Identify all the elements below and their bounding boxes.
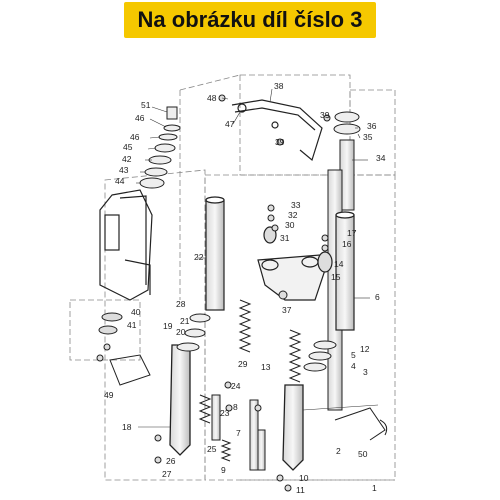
callout-20: 20 [176, 327, 186, 337]
callout-27: 27 [162, 469, 172, 479]
callout-42: 42 [122, 154, 132, 164]
callout-46a: 46 [130, 132, 140, 142]
callout-35: 35 [363, 132, 373, 142]
callout-25: 25 [207, 444, 217, 454]
seal-stacks [176, 313, 337, 372]
callout-40: 40 [131, 307, 141, 317]
fork-lower-legs [169, 344, 304, 471]
callout-14: 14 [334, 259, 344, 269]
callout-23: 23 [220, 408, 230, 418]
upper-bracket [231, 99, 323, 162]
fork-tube-right [335, 211, 355, 331]
callout-33: 33 [291, 200, 301, 210]
callout-46b: 46 [135, 113, 145, 123]
callout-10: 10 [299, 473, 309, 483]
callout-49: 49 [104, 390, 114, 400]
callout-9: 9 [221, 465, 226, 475]
callout-12: 12 [360, 344, 370, 354]
leader-lines [136, 88, 379, 428]
callout-17: 17 [347, 228, 357, 238]
callout-39b: 39 [320, 110, 330, 120]
callout-18: 18 [122, 422, 132, 432]
banner: Na obrázku díl číslo 3 [0, 0, 500, 40]
callout-29: 29 [238, 359, 248, 369]
callout-32: 32 [288, 210, 298, 220]
small-fasteners [96, 94, 331, 492]
damper-rods [211, 394, 266, 471]
part-number-banner: Na obrázku díl číslo 3 [123, 2, 377, 38]
callout-labels: 1 2 3 4 5 6 7 8 9 10 11 12 13 14 15 16 1… [104, 81, 386, 495]
callout-51: 51 [141, 100, 151, 110]
callout-30: 30 [285, 220, 295, 230]
exploded-parts-diagram: 1 2 3 4 5 6 7 8 9 10 11 12 13 14 15 16 1… [69, 74, 396, 495]
callout-26: 26 [166, 456, 176, 466]
callout-11: 11 [296, 485, 305, 495]
callout-1: 1 [372, 483, 377, 493]
callout-39a: 39 [275, 137, 285, 147]
callout-19: 19 [163, 321, 173, 331]
callout-2: 2 [336, 446, 341, 456]
callout-34: 34 [376, 153, 386, 163]
callout-36: 36 [367, 121, 377, 131]
callout-8: 8 [233, 402, 238, 412]
callout-31: 31 [280, 233, 290, 243]
group-frames [69, 74, 396, 481]
callout-7: 7 [236, 428, 241, 438]
callout-48: 48 [207, 93, 217, 103]
callout-6: 6 [375, 292, 380, 302]
callout-45: 45 [123, 142, 133, 152]
callout-41: 41 [127, 320, 137, 330]
callout-28: 28 [176, 299, 186, 309]
callout-13: 13 [261, 362, 271, 372]
callout-21: 21 [180, 316, 190, 326]
callout-3: 3 [363, 367, 368, 377]
callout-47: 47 [225, 119, 235, 129]
brake-hose-clips [109, 354, 388, 441]
steering-frame [99, 189, 153, 301]
callout-15: 15 [331, 272, 341, 282]
callout-44: 44 [115, 176, 125, 186]
callout-37: 37 [282, 305, 292, 315]
left-stack-parts [139, 106, 181, 189]
callout-43: 43 [119, 165, 129, 175]
callout-22: 22 [194, 252, 204, 262]
callout-50: 50 [358, 449, 368, 459]
callout-38: 38 [274, 81, 284, 91]
under-bracket [257, 226, 333, 301]
callout-5: 5 [351, 350, 356, 360]
callout-16: 16 [342, 239, 352, 249]
fork-tube-left [205, 196, 225, 311]
fork-springs [198, 299, 302, 462]
callout-24: 24 [231, 381, 241, 391]
callout-4: 4 [351, 361, 356, 371]
